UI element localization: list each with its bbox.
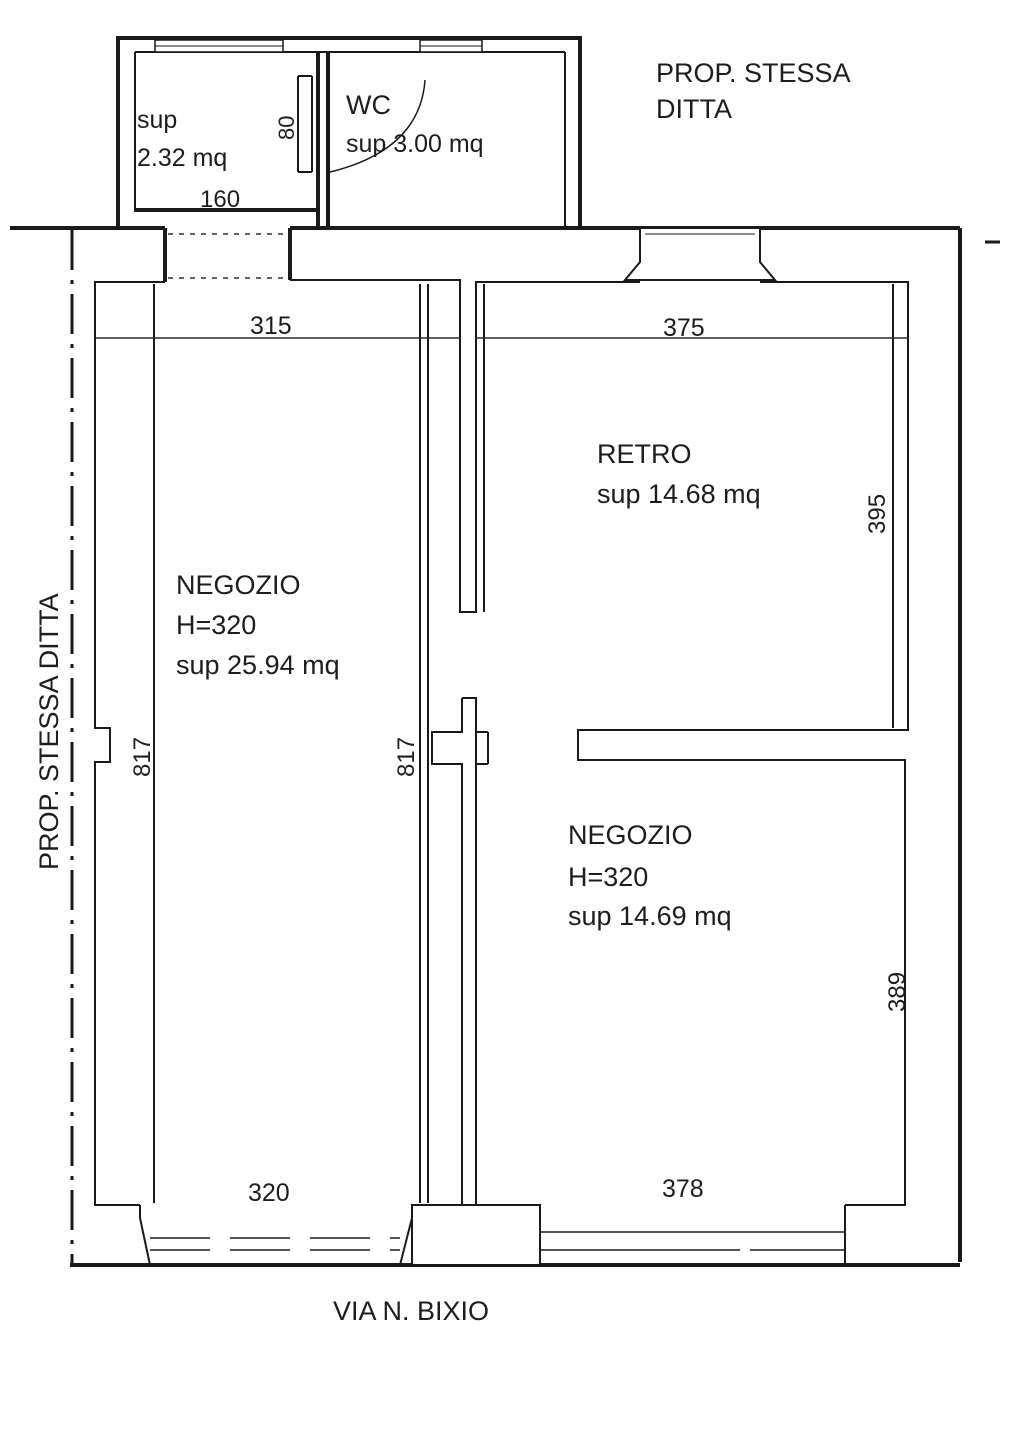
wc-area: sup 3.00 mq (346, 130, 484, 158)
neighbor-top-line2: DITTA (656, 94, 732, 124)
dim-left-inner-length: 817 (393, 737, 420, 777)
left-door-jamb-a (139, 1205, 151, 1266)
negozio-right-area: sup 14.69 mq (568, 901, 732, 931)
wc-door-swing-arc (329, 79, 426, 173)
negozio-left-name: NEGOZIO (176, 570, 301, 600)
retro-name: RETRO (597, 439, 692, 469)
street-label: VIA N. BIXIO (333, 1296, 489, 1326)
storage-area-label: sup (137, 106, 177, 134)
inner-top-middle (290, 279, 640, 613)
wc-door (297, 75, 426, 173)
dim-left-top: 315 (250, 312, 292, 340)
retro-area: sup 14.68 mq (597, 479, 761, 509)
right-room-inner-right (577, 281, 909, 1206)
neighbor-left: PROP. STESSA DITTA (34, 593, 64, 870)
negozio-left-area: sup 25.94 mq (176, 650, 340, 680)
left-room-inner-left (94, 281, 165, 1206)
dim-left-bottom: 320 (248, 1179, 290, 1207)
walls (10, 36, 962, 1267)
annex-outer-wall (116, 36, 582, 230)
negozio-left-height: H=320 (176, 610, 256, 640)
negozio-right-name: NEGOZIO (568, 820, 693, 850)
wc-name: WC (346, 90, 391, 120)
dim-right-top: 375 (663, 314, 705, 342)
window-retro (622, 227, 778, 281)
negozio-right-height: H=320 (568, 862, 648, 892)
left-door-jamb-b (399, 1205, 413, 1266)
central-pillar (411, 1204, 541, 1266)
dim-left-outer-length: 817 (129, 737, 156, 777)
dim-retro-length: 395 (864, 494, 891, 534)
neighbor-top-line1: PROP. STESSA (656, 58, 851, 88)
dim-storage-width: 160 (200, 186, 240, 213)
center-partition-right (462, 697, 540, 1206)
dim-negozio-right-length: 389 (884, 972, 911, 1012)
dim-storage-door: 80 (274, 116, 299, 140)
storage-area-value: 2.32 mq (137, 144, 227, 172)
dim-right-bottom: 378 (662, 1175, 704, 1203)
